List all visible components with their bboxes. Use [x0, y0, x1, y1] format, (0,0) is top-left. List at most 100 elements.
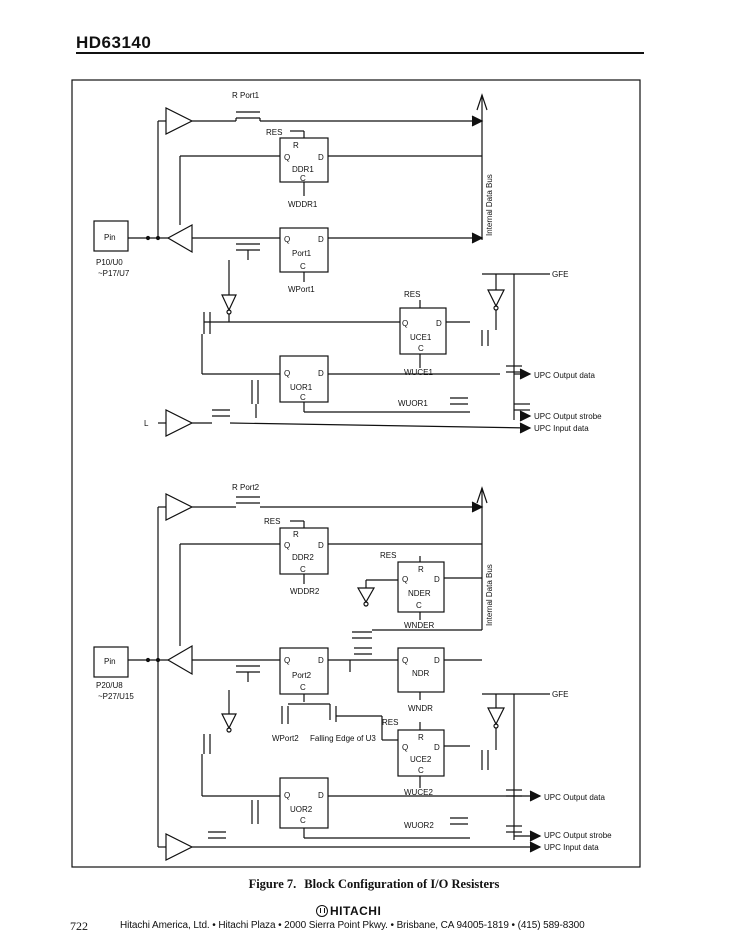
upper-ddr-q: Q — [284, 153, 290, 162]
lower-uor-c: C — [300, 816, 306, 825]
lower-uce-write: WUCE2 — [404, 788, 433, 797]
upper-upc-strobe-label: UPC Output strobe — [534, 412, 602, 421]
lower-ndr-name: NDR — [412, 669, 430, 678]
lower-pin-label: Pin — [104, 657, 116, 666]
lower-upc-out-label: UPC Output data — [544, 793, 605, 802]
upper-uor-d: D — [318, 369, 324, 378]
upper-bus-arrow-up — [476, 93, 488, 111]
lower-uor-q: Q — [284, 791, 290, 800]
upper-pin-range-1: P10/U0 — [96, 258, 123, 267]
lower-port-name: Port2 — [292, 671, 312, 680]
upper-inverter — [221, 294, 237, 312]
upper-uce-c: C — [418, 344, 424, 353]
upper-ddr-write: WDDR1 — [288, 200, 318, 209]
lower-bus-arrow-up — [476, 486, 488, 504]
lower-inverter — [221, 713, 237, 730]
lower-port-q: Q — [284, 656, 290, 665]
figure-caption: Figure 7. Block Configuration of I/O Resi… — [0, 877, 748, 892]
lower-nder-r: R — [418, 565, 424, 574]
upper-read-buffer — [165, 107, 194, 135]
upper-ddr-name: DDR1 — [292, 165, 314, 174]
upper-uor-name: UOR1 — [290, 383, 313, 392]
lower-ndr-d: D — [434, 656, 440, 665]
upper-output-buffer — [166, 223, 193, 254]
upper-input-buffer — [165, 409, 194, 437]
lower-uce-q: Q — [402, 743, 408, 752]
hitachi-logo: HITACHI — [316, 904, 381, 918]
hitachi-logo-text: HITACHI — [330, 904, 382, 918]
upper-uce-d: D — [436, 319, 442, 328]
lower-nder-res-label: RES — [380, 551, 396, 560]
lower-ndr-box — [397, 647, 445, 693]
upper-bus-label: Internal Data Bus — [485, 174, 494, 236]
upper-pin-box — [93, 220, 129, 252]
upper-uor-q: Q — [284, 369, 290, 378]
lower-ddr-write: WDDR2 — [290, 587, 320, 596]
lower-nder-q: Q — [402, 575, 408, 584]
lower-ndr-q: Q — [402, 656, 408, 665]
lower-bus-label: Internal Data Bus — [485, 564, 494, 626]
lower-uce-box — [397, 729, 445, 777]
hitachi-logo-icon — [316, 905, 328, 917]
upper-l-label: L — [144, 419, 149, 428]
lower-ddr-res-label: RES — [264, 517, 280, 526]
lower-read-buffer — [165, 493, 194, 521]
lower-uce-c: C — [418, 766, 424, 775]
lower-upc-strobe-label: UPC Output strobe — [544, 831, 612, 840]
upper-port-d: D — [318, 235, 324, 244]
lower-uce-r: R — [418, 733, 424, 742]
lower-output-buffer — [166, 644, 193, 676]
upper-uce-box — [399, 307, 447, 355]
lower-pin-range-1: P20/U8 — [96, 681, 123, 690]
lower-uce-d: D — [434, 743, 440, 752]
lower-ddr-r: R — [293, 530, 299, 539]
lower-gfe-label: GFE — [552, 690, 568, 699]
upper-gfe-label: GFE — [552, 270, 568, 279]
lower-port-d: D — [318, 656, 324, 665]
upper-port-write: WPort1 — [288, 285, 315, 294]
lower-upc-in-label: UPC Input data — [544, 843, 599, 852]
lower-ddr-c: C — [300, 565, 306, 574]
lower-gfe-inverter — [487, 707, 505, 726]
lower-uce-name: UCE2 — [410, 755, 432, 764]
upper-ddr-c: C — [300, 174, 306, 183]
upper-read-port-label: R Port1 — [232, 91, 260, 100]
lower-nder-d: D — [434, 575, 440, 584]
lower-nder-c: C — [416, 601, 422, 610]
upper-ddr-d: D — [318, 153, 324, 162]
upper-upc-in-label: UPC Input data — [534, 424, 589, 433]
lower-pin-box — [93, 646, 129, 678]
upper-uce-name: UCE1 — [410, 333, 432, 342]
upper-ddr-res-label: RES — [266, 128, 282, 137]
figure-number: Figure 7. — [248, 877, 297, 891]
lower-ddr-name: DDR2 — [292, 553, 314, 562]
page-number: 722 — [70, 919, 88, 933]
lower-port-write: WPort2 — [272, 734, 299, 743]
lower-ddr-q: Q — [284, 541, 290, 550]
lower-nder-box — [397, 561, 445, 613]
upper-upc-out-label: UPC Output data — [534, 371, 595, 380]
upper-uor-c: C — [300, 393, 306, 402]
upper-uce-res-label: RES — [404, 290, 420, 299]
lower-input-buffer — [165, 833, 194, 861]
lower-uor-d: D — [318, 791, 324, 800]
lower-nder-inverter — [356, 587, 376, 604]
upper-uce-q: Q — [402, 319, 408, 328]
upper-pin-label: Pin — [104, 233, 116, 242]
upper-uce-write: WUCE1 — [404, 368, 433, 377]
header-rule — [76, 52, 644, 54]
upper-uor-write: WUOR1 — [398, 399, 428, 408]
upper-port-name: Port1 — [292, 249, 312, 258]
lower-port-c: C — [300, 683, 306, 692]
figure-title: Block Configuration of I/O Resisters — [304, 877, 500, 891]
lower-uor-write: WUOR2 — [404, 821, 434, 830]
upper-pin-range-2: ~P17/U7 — [98, 269, 130, 278]
lower-uce-res-label: RES — [382, 718, 398, 727]
lower-uor-name: UOR2 — [290, 805, 313, 814]
upper-gfe-inverter — [487, 289, 505, 308]
upper-port-c: C — [300, 262, 306, 271]
upper-port-q: Q — [284, 235, 290, 244]
page-header-title: HD63140 — [76, 33, 152, 52]
lower-read-port-label: R Port2 — [232, 483, 260, 492]
